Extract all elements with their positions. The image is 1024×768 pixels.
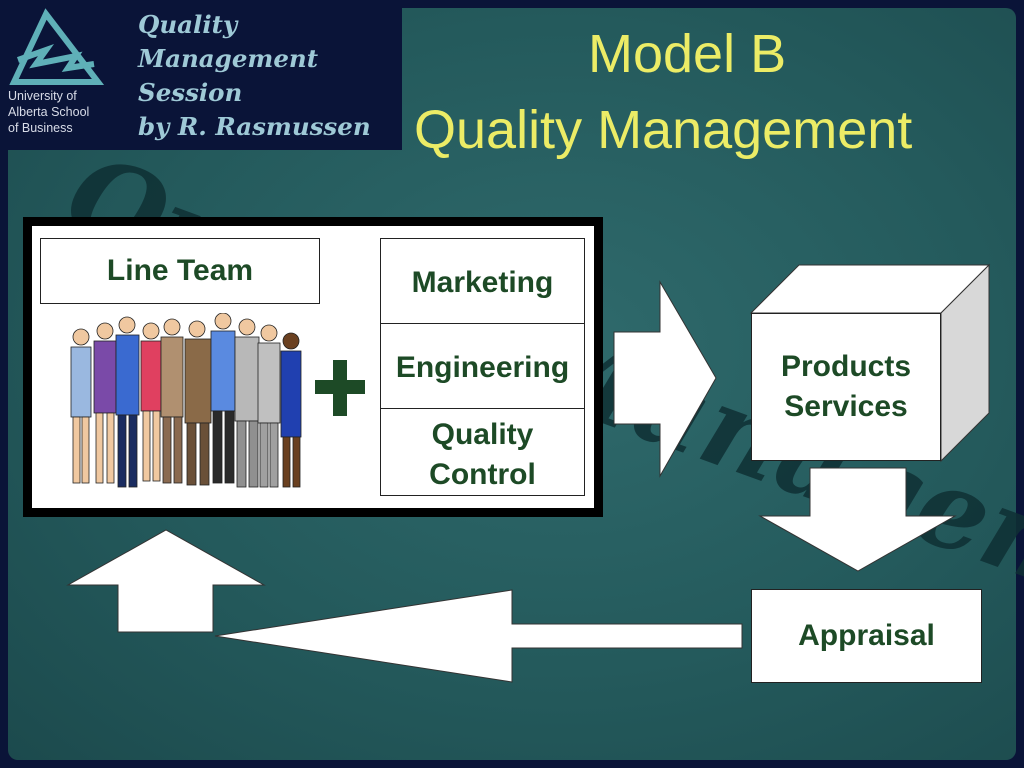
slide-title-line-2: Quality Management: [414, 100, 913, 160]
functions-stack: Marketing Engineering Quality Control: [380, 238, 585, 496]
session-line: Session: [138, 78, 243, 107]
logo-line: University of: [8, 89, 77, 103]
slide-title-line-1: Model B: [588, 24, 787, 84]
engineering-box: Engineering: [381, 324, 584, 409]
plus-icon: [315, 360, 365, 416]
arrow-down: [758, 467, 957, 572]
header-logo-block: University of Alberta School of Business…: [0, 0, 402, 150]
session-line: by R. Rasmussen: [138, 112, 371, 141]
arrow-right: [613, 280, 717, 478]
logo-text: University of Alberta School of Business: [8, 88, 123, 136]
marketing-box: Marketing: [381, 239, 584, 324]
people-clipart: [70, 313, 302, 488]
line-team-box: Line Team: [40, 238, 320, 304]
session-line: Quality: [138, 10, 238, 39]
appraisal-box: Appraisal: [751, 589, 982, 683]
quality-control-box: Quality Control: [429, 418, 536, 491]
logo-line: of Business: [8, 121, 73, 135]
arrow-up: [66, 529, 266, 633]
mountain-logo-icon: [9, 8, 105, 85]
logo-line: Alberta School: [8, 105, 90, 119]
session-text: Quality Management Session by R. Rasmuss…: [138, 8, 403, 144]
products-services-box: Products Services: [751, 313, 941, 461]
arrow-left: [214, 589, 743, 683]
session-line: Management: [138, 44, 319, 73]
